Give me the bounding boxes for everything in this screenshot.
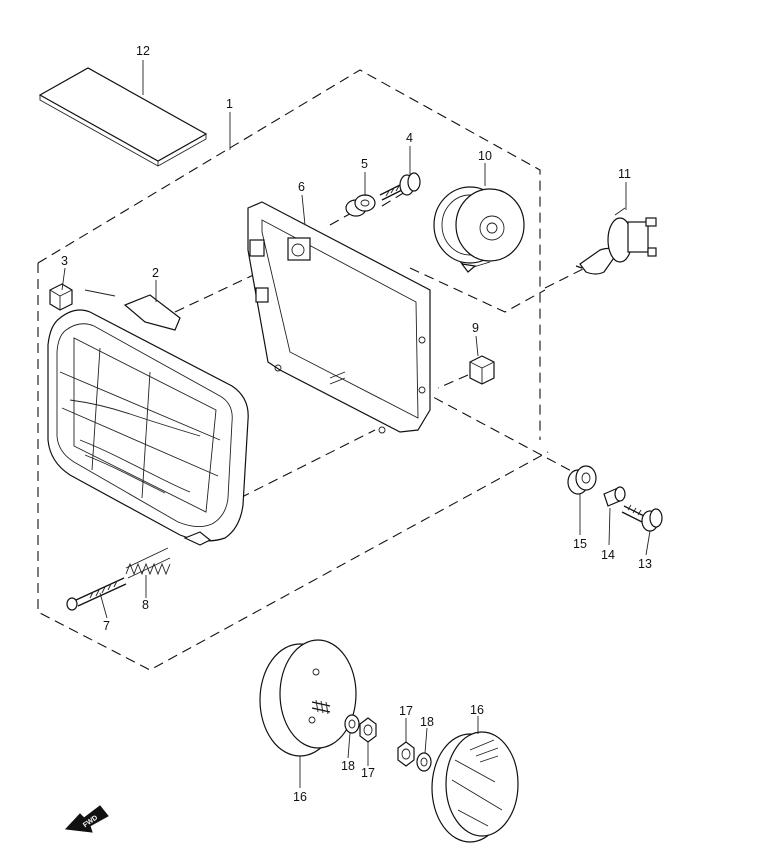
- assembly-boundary: [37, 69, 549, 671]
- part-7-adjust-screw: [66, 577, 127, 611]
- part-12-pad: [38, 67, 208, 167]
- label-18-left: 18: [341, 759, 355, 773]
- label-leaders: [61, 60, 651, 788]
- label-5: 5: [361, 157, 368, 171]
- fwd-arrow-icon: [64, 805, 109, 833]
- part-18-washer-right: [416, 752, 432, 772]
- label-13: 13: [638, 557, 652, 571]
- label-17-left: 17: [361, 766, 375, 780]
- label-14: 14: [601, 548, 615, 562]
- part-5-grommet: [345, 194, 376, 217]
- part-labels: 12 1 4 10 5 6 11 3 2 9 15 14 13 8 7 17 1…: [61, 44, 652, 804]
- label-16-right: 16: [470, 703, 484, 717]
- part-14-collar: [603, 486, 626, 507]
- label-3: 3: [61, 254, 68, 268]
- label-1: 1: [226, 97, 233, 111]
- label-10: 10: [478, 149, 492, 163]
- label-9: 9: [472, 321, 479, 335]
- label-6: 6: [298, 180, 305, 194]
- part-15-grommet: [567, 465, 597, 495]
- fwd-direction-marker: FWD: [64, 805, 109, 833]
- part-16-cover-right: [431, 731, 519, 843]
- label-7: 7: [103, 619, 110, 633]
- part-18-washer-left: [344, 714, 360, 734]
- part-9-clip-nut: [469, 355, 495, 385]
- label-15: 15: [573, 537, 587, 551]
- label-18-right: 18: [420, 715, 434, 729]
- part-17-nut-right: [397, 741, 415, 767]
- part-13-bolt: [621, 504, 663, 532]
- part-10-socket-cover: [433, 186, 525, 273]
- label-4: 4: [406, 131, 413, 145]
- part-17-nut-left: [359, 717, 377, 743]
- label-12: 12: [136, 44, 150, 58]
- label-17-right: 17: [399, 704, 413, 718]
- part-2-headlamp-unit: [47, 289, 249, 546]
- part-8-spring: [125, 547, 171, 579]
- part-3-clip-nut: [49, 283, 73, 311]
- part-4-bolt: [379, 172, 421, 201]
- part-6-frame: [247, 201, 431, 434]
- label-16-left: 16: [293, 790, 307, 804]
- label-8: 8: [142, 598, 149, 612]
- label-11: 11: [618, 167, 631, 181]
- label-2: 2: [152, 266, 159, 280]
- part-11-bulb: [575, 207, 657, 275]
- part-16-cover-left: [259, 639, 357, 757]
